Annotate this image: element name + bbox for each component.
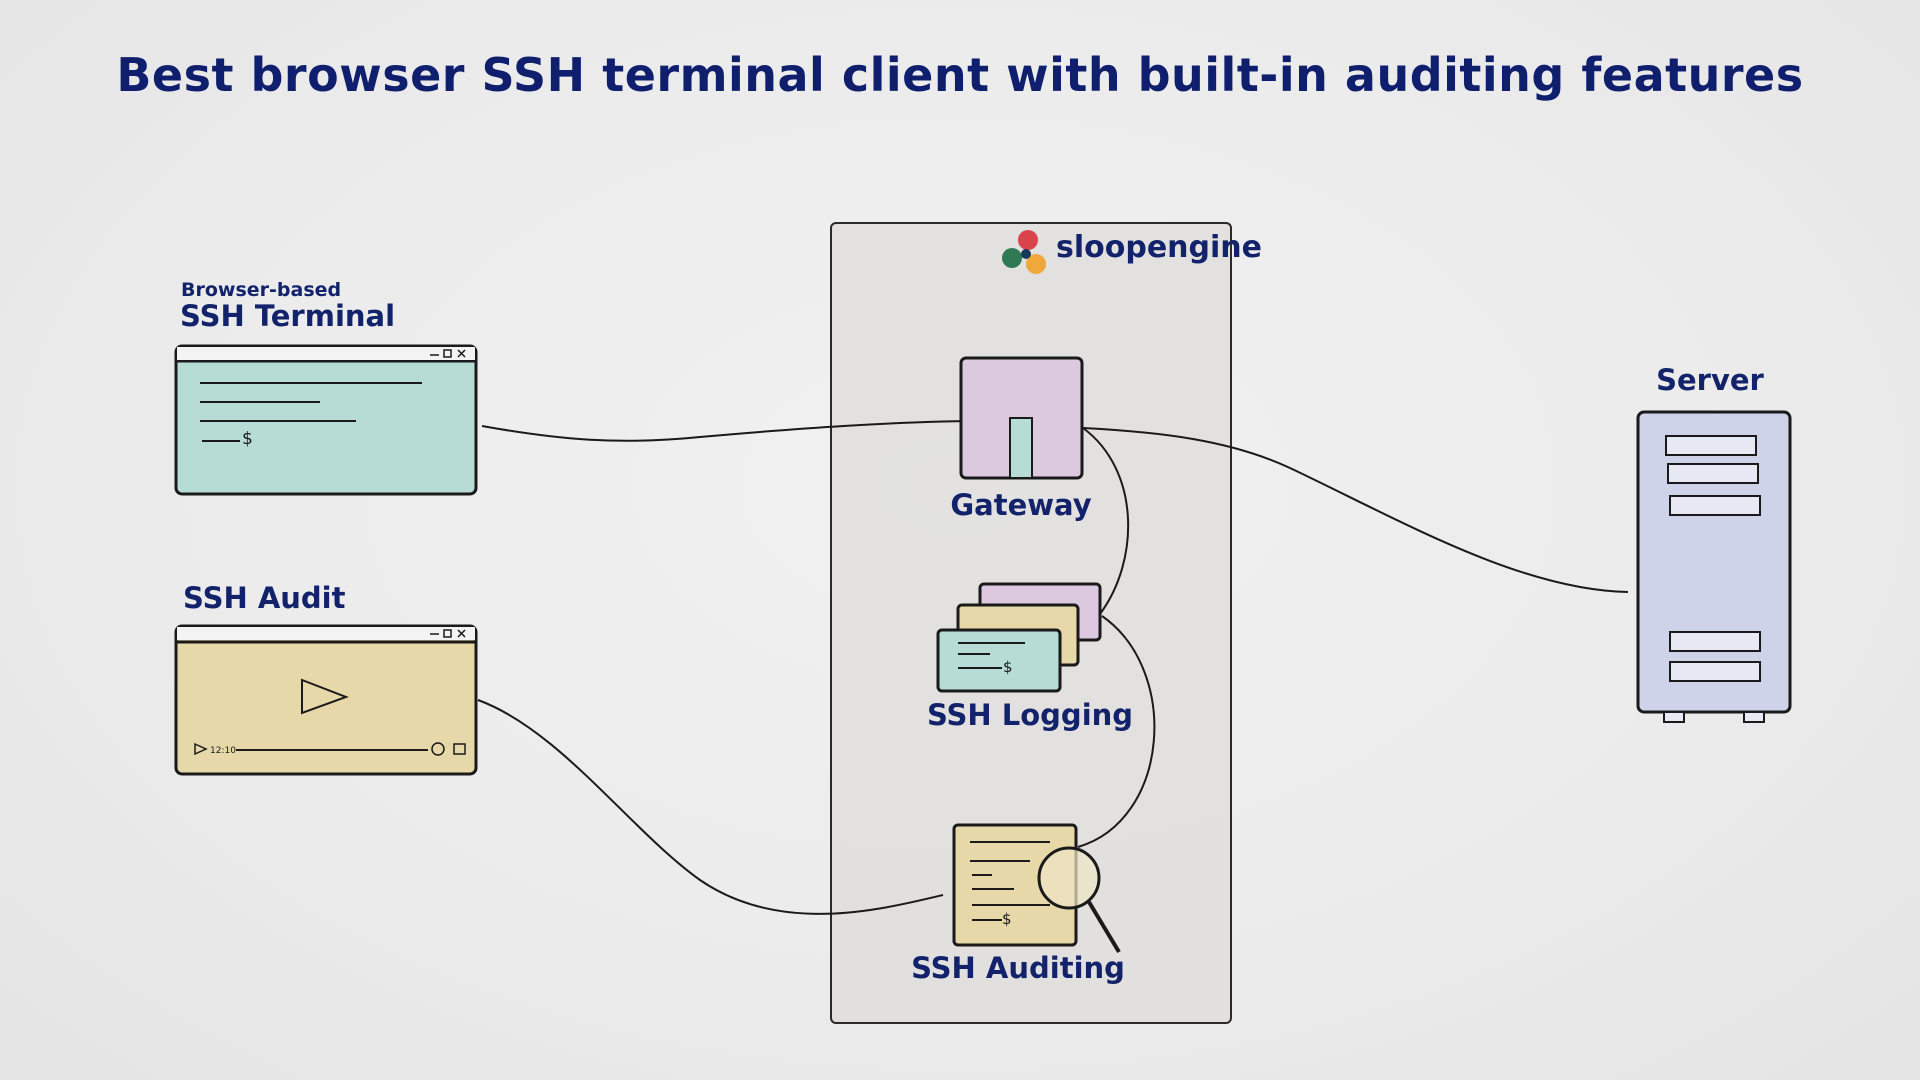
logging-to-auditing-line	[1077, 615, 1156, 848]
terminal-prompt: $	[242, 429, 253, 449]
ssh-audit-player: 12:10	[174, 624, 478, 776]
logging-label: SSH Logging	[926, 698, 1134, 732]
terminal-to-gateway-line	[481, 419, 1009, 442]
server-icon	[1636, 410, 1792, 723]
video-progress-knob[interactable]	[431, 742, 445, 756]
brand-name: sloopengine	[1056, 230, 1263, 265]
ssh-auditing-icon: $	[952, 823, 1121, 954]
auditing-label: SSH Auditing	[911, 951, 1125, 985]
small-play-icon[interactable]	[194, 742, 208, 756]
video-time: 12:10	[210, 746, 236, 756]
auditing-prompt: $	[1002, 910, 1012, 928]
sloopengine-logo-icon	[1002, 230, 1046, 274]
magnifier-icon	[1037, 846, 1101, 910]
ssh-terminal-window: $	[174, 344, 478, 496]
terminal-label: SSH Terminal	[180, 299, 396, 333]
play-icon[interactable]	[301, 678, 349, 715]
ssh-logging-icon: $	[936, 582, 1102, 693]
logging-prompt: $	[1003, 658, 1013, 676]
gateway-icon	[959, 356, 1084, 480]
audit-to-auditing-line	[477, 699, 944, 915]
terminal-caption: Browser-based	[181, 279, 342, 301]
fullscreen-icon[interactable]	[453, 743, 466, 755]
server-label: Server	[1656, 363, 1764, 397]
gateway-to-server-line	[1082, 427, 1629, 593]
page-title: Best browser SSH terminal client with bu…	[116, 48, 1804, 102]
gateway-label: Gateway	[950, 488, 1092, 522]
gateway-to-logging-line	[1082, 427, 1130, 615]
audit-label: SSH Audit	[183, 581, 346, 615]
